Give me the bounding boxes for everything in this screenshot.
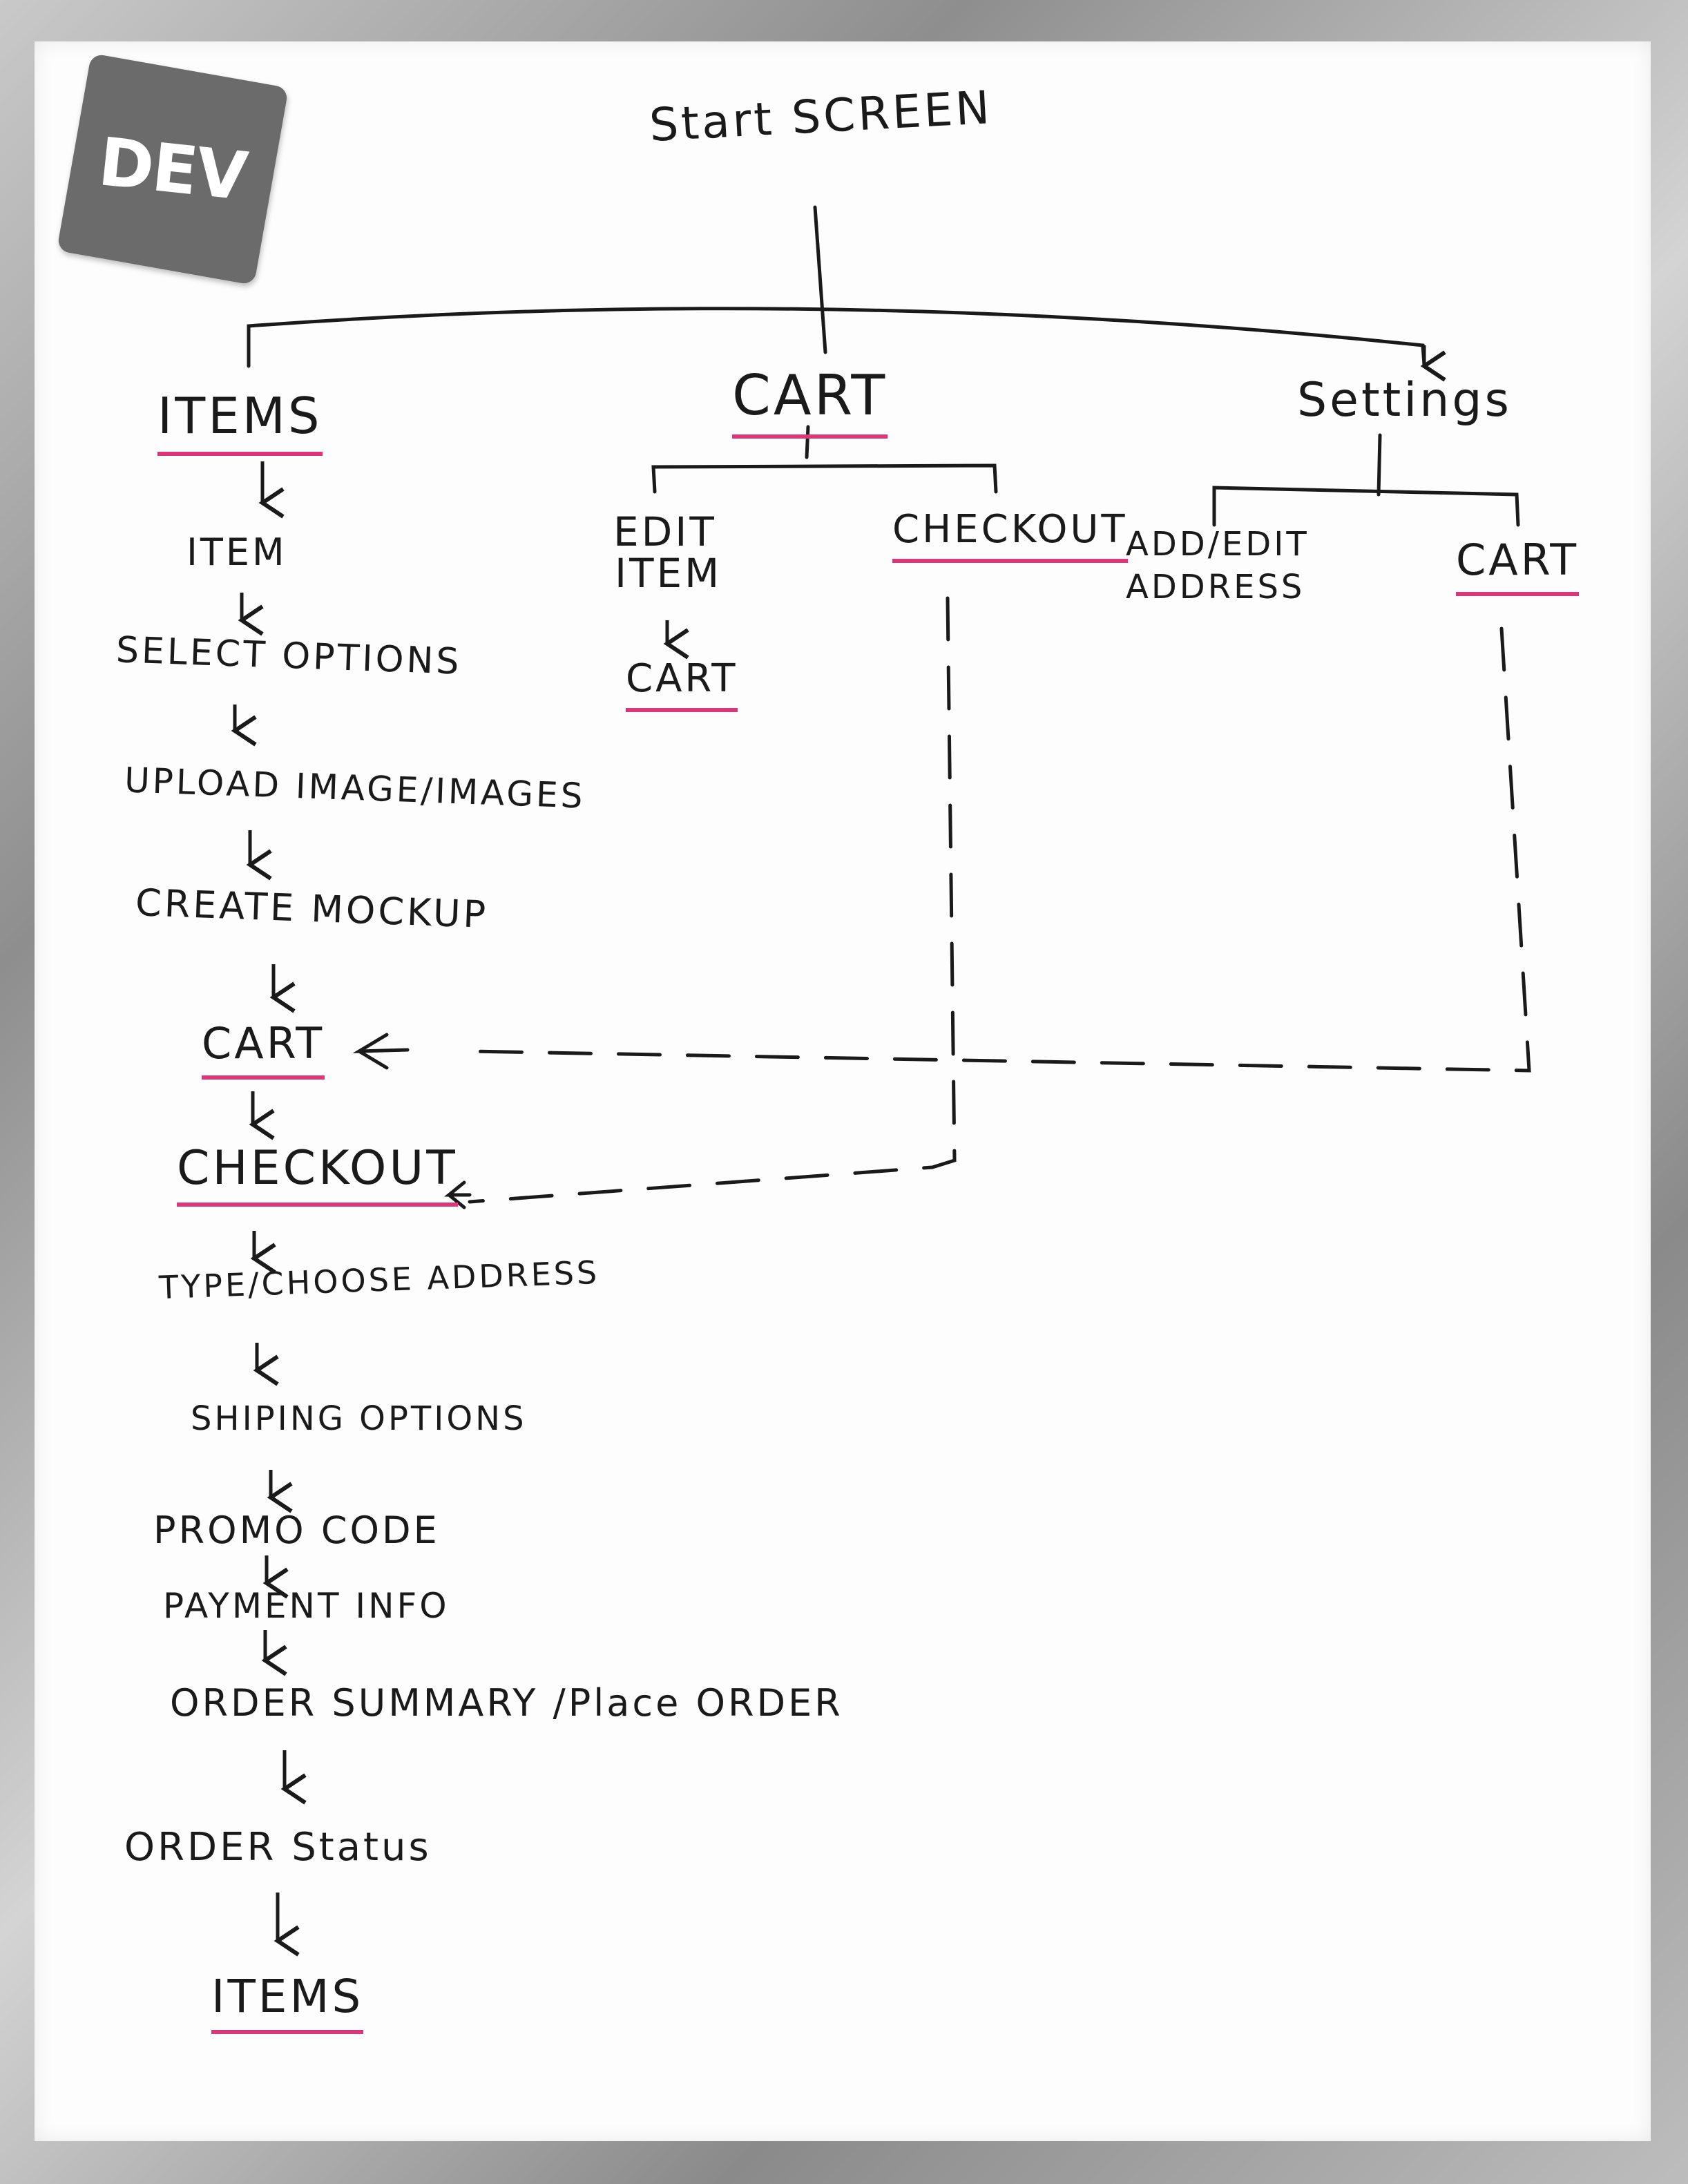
- address-edit-label-line1: ADD/EDIT: [1126, 525, 1310, 564]
- cart-branch: [651, 463, 998, 494]
- edit-item-label-line2: ITEM: [615, 550, 722, 597]
- shipping-options-label: SHIPING OPTIONS: [191, 1399, 527, 1438]
- items-label: ITEMS: [157, 387, 323, 456]
- cart-label: CART: [732, 363, 888, 439]
- checkout-return-dashed: [468, 596, 957, 1204]
- cart-after-edit-label: CART: [626, 656, 738, 712]
- item-label: ITEM: [186, 530, 287, 574]
- cart-return-dashed: [468, 626, 1531, 1073]
- edit-item-label-line1: EDIT: [613, 508, 717, 555]
- checkout-cart-branch-label: CHECKOUT: [892, 507, 1128, 563]
- address-edit-label-line2: ADDRESS: [1126, 568, 1305, 606]
- settings-label: Settings: [1297, 373, 1512, 428]
- left-arrow-icon: [352, 1033, 410, 1070]
- payment-info-label: PAYMENT INFO: [163, 1586, 450, 1626]
- checkout-step-label: CHECKOUT: [177, 1141, 458, 1207]
- order-status-label: ORDER Status: [124, 1825, 432, 1870]
- cart-step-label: CART: [202, 1018, 325, 1080]
- order-summary-label: ORDER SUMMARY /Place ORDER: [170, 1681, 843, 1725]
- promo-code-label: PROMO CODE: [153, 1508, 440, 1552]
- settings-branch: [1212, 486, 1520, 527]
- cart-settings-branch-label: CART: [1456, 535, 1580, 596]
- trunk-line: [813, 205, 827, 354]
- top-branch: [247, 307, 1426, 368]
- items-end-label: ITEMS: [211, 1970, 364, 2034]
- left-arrow-icon: [443, 1180, 472, 1209]
